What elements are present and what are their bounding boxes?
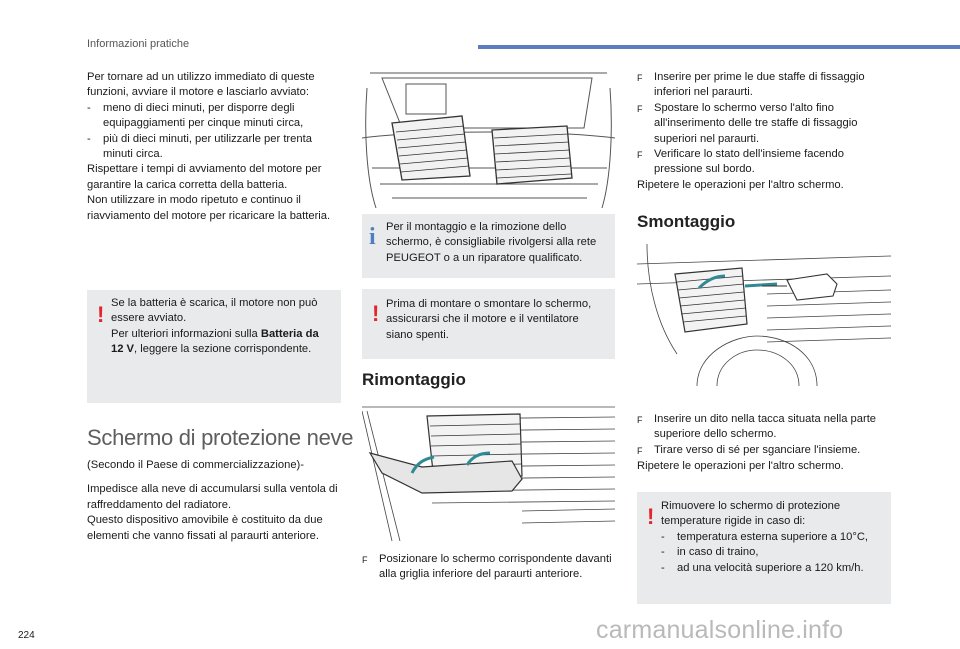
arrow-left-icon [744, 282, 778, 288]
paragraph-non-utilizzare: Non utilizzare in modo ripetuto e contin… [87, 194, 331, 222]
step-bullet-icon: F [362, 555, 368, 565]
left-column-lower-text: (Secondo il Paese di commercializzazione… [87, 458, 342, 544]
dash-item: - più di dieci minuti, per utilizzarle p… [87, 132, 342, 163]
dash-glyph: - [87, 132, 91, 145]
battery-warning-text: Se la batteria è scarica, il motore non … [111, 297, 319, 356]
dash-item: - meno di dieci minuti, per disporre deg… [87, 101, 342, 132]
rimontaggio-step: F Posizionare lo schermo corrispondente … [362, 552, 615, 583]
left-column-text: Per tornare ad un utilizzo immediato di … [87, 70, 342, 224]
dash-item: - ad una velocità superiore a 120 km/h. [661, 561, 883, 576]
dash-glyph: - [661, 561, 665, 574]
battery-warning-box: ! Se la batteria è scarica, il motore no… [87, 290, 341, 403]
intro-paragraph: Per tornare ad un utilizzo immediato di … [87, 71, 315, 99]
arrow-up-icon [465, 451, 491, 466]
refitting-illustration [362, 401, 615, 543]
paragraph-impedisce: Impedisce alla neve di accumularsi sulla… [87, 483, 338, 511]
info-icon: i [369, 224, 376, 250]
section-title: Schermo di protezione neve [87, 425, 354, 450]
dash-glyph: - [661, 530, 665, 543]
subhead-rimontaggio: Rimontaggio [362, 370, 466, 389]
header-accent-bar [478, 45, 960, 49]
step-bullet-icon: F [637, 415, 643, 425]
dash-item: - temperatura esterna superiore a 10°C, [661, 530, 883, 545]
smontaggio-steps: F Inserire un dito nella tacca situata n… [637, 412, 892, 475]
dash-glyph: - [661, 546, 665, 559]
repeat-instruction: Ripetere le operazioni per l'altro scher… [637, 178, 844, 191]
engine-off-warning-text: Prima di montare o smontare lo schermo, … [386, 298, 592, 341]
running-header: Informazioni pratiche [87, 38, 190, 50]
cold-weather-warning-text: Rimuovere lo schermo di protezione tempe… [661, 499, 883, 576]
engine-off-warning-box: ! Prima di montare o smontare lo schermo… [362, 289, 615, 359]
subhead-smontaggio: Smontaggio [637, 212, 736, 231]
removal-illustration [637, 244, 891, 386]
note-country: (Secondo il Paese di commercializzazione… [87, 459, 305, 471]
dash-item: - in caso di traino, [661, 545, 883, 560]
warning-exclamation-icon: ! [372, 301, 380, 326]
info-box-text: Per il montaggio e la rimozione dello sc… [386, 221, 597, 264]
watermark-text: carmanualsonline.info [596, 616, 844, 644]
step-item: F Inserire un dito nella tacca situata n… [637, 412, 892, 443]
hand-icon [786, 273, 838, 301]
right-column-steps: F Inserire per prime le due staffe di fi… [637, 70, 892, 193]
paragraph-rispettare: Rispettare i tempi di avviamento del mot… [87, 163, 322, 191]
page-number: 224 [18, 630, 35, 641]
warning-exclamation-icon: ! [647, 504, 655, 529]
step-bullet-icon: F [637, 445, 643, 456]
dash-glyph: - [87, 101, 91, 114]
warning-exclamation-icon: ! [97, 302, 105, 327]
step-item: F Tirare verso di sé per sganciare l'ins… [637, 443, 892, 459]
repeat-instruction: Ripetere le operazioni per l'altro scher… [637, 460, 844, 473]
step-item: F Spostare lo schermo verso l'alto fino … [637, 101, 892, 147]
step-item: F Verificare lo stato dell'insieme facen… [637, 147, 892, 178]
step-bullet-icon: F [637, 150, 643, 161]
cold-weather-warning-box: ! Rimuovere lo schermo di protezione tem… [637, 492, 891, 604]
arrow-pull-icon [697, 274, 726, 290]
arrow-up-icon [410, 455, 435, 474]
step-bullet-icon: F [637, 73, 643, 83]
snow-screen-front-illustration [362, 68, 615, 211]
step-item: F Inserire per prime le due staffe di fi… [637, 70, 892, 101]
paragraph-dispositivo: Questo dispositivo amovibile è costituit… [87, 514, 323, 542]
step-bullet-icon: F [637, 103, 643, 114]
info-box: i Per il montaggio e la rimozione dello … [362, 214, 615, 278]
